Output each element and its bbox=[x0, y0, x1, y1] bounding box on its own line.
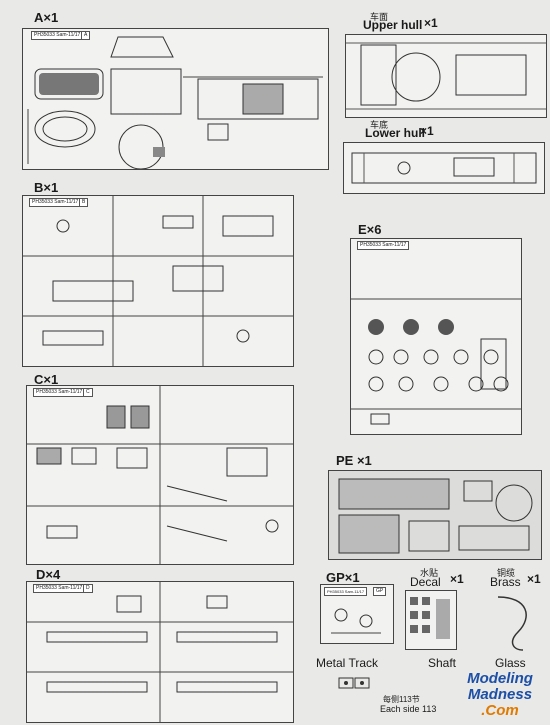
brass-cn: 铜缆 bbox=[497, 568, 516, 578]
gp-tag-letter: GP bbox=[373, 587, 387, 596]
sprue-b-tag: PH35033 Sam-11/17 bbox=[29, 198, 82, 207]
upper-hull-drawing bbox=[346, 42, 546, 110]
lower-hull-part bbox=[343, 142, 545, 194]
glass-label: Glass bbox=[495, 656, 526, 670]
decal-count: ×1 bbox=[450, 572, 464, 586]
upper-hull-label: Upper hull bbox=[363, 18, 423, 32]
sprue-e-frame: PH35033 Sam-11/17 bbox=[350, 238, 522, 435]
modeling-madness-watermark: Modeling Madness .Com bbox=[456, 671, 544, 721]
sprue-b-parts bbox=[23, 196, 293, 366]
watermark-line-1: Modeling bbox=[467, 670, 533, 687]
metal-track-cn: 每侧113节 bbox=[383, 695, 420, 704]
sprue-c-tag: PH35033 Sam-11/17 bbox=[33, 388, 86, 397]
watermark-line-2: Madness bbox=[467, 686, 533, 703]
gp-label: GP×1 bbox=[326, 570, 360, 585]
sprue-d-tag: PH35033 Sam-11/17 bbox=[33, 584, 86, 593]
lower-hull-cn: 车底 bbox=[370, 120, 389, 130]
sprue-d-parts bbox=[27, 582, 293, 722]
lower-hull-count: ×1 bbox=[420, 124, 434, 138]
metal-track-drawing bbox=[338, 677, 370, 689]
sprue-a-tag-letter: A bbox=[81, 31, 91, 40]
sprue-e-parts bbox=[351, 298, 521, 425]
brass-label: Brass bbox=[490, 575, 521, 589]
gp-tag: PH35033 Sam-11/17 bbox=[324, 587, 368, 596]
gp-parts bbox=[331, 608, 381, 634]
sprue-d-frame: PH35033 Sam-11/17 D bbox=[26, 581, 294, 723]
sprue-e-label: E×6 bbox=[358, 222, 382, 237]
decal-cn: 水贴 bbox=[420, 568, 439, 578]
upper-hull-cn: 车面 bbox=[370, 12, 389, 22]
gp-frame: PH35033 Sam-11/17 GP bbox=[320, 584, 394, 644]
lower-hull-drawing bbox=[351, 152, 537, 184]
sprue-b-label: B×1 bbox=[34, 180, 59, 195]
sprue-a-parts bbox=[27, 36, 323, 169]
brass-count: ×1 bbox=[527, 572, 541, 586]
sprue-d-label: D×4 bbox=[36, 567, 61, 582]
upper-hull-count: ×1 bbox=[424, 16, 438, 30]
sprue-c-label: C×1 bbox=[34, 372, 59, 387]
decal-sheet-markings bbox=[410, 597, 450, 639]
pe-fret-parts bbox=[338, 478, 533, 554]
sprue-c-tag-letter: C bbox=[83, 388, 93, 397]
sprue-c-parts bbox=[27, 386, 293, 564]
decal-sheet bbox=[405, 590, 457, 650]
decal-label: Decal bbox=[410, 575, 441, 589]
metal-track-en: Each side 113 bbox=[380, 704, 437, 714]
pe-label: PE ×1 bbox=[336, 453, 372, 468]
sprue-a-label: A×1 bbox=[34, 10, 59, 25]
sprue-a-frame: PH35033 Sam-11/17 A bbox=[22, 28, 329, 170]
brass-cable-drawing bbox=[497, 596, 527, 651]
lower-hull-label: Lower hull bbox=[365, 126, 425, 140]
sprue-b-frame: PH35033 Sam-11/17 B bbox=[22, 195, 294, 367]
sprue-d-tag-letter: D bbox=[83, 584, 93, 593]
metal-track-label: Metal Track bbox=[316, 656, 379, 670]
upper-hull-part bbox=[345, 34, 547, 118]
sprue-a-tag: PH35033 Sam-11/17 bbox=[31, 31, 84, 40]
shaft-label: Shaft bbox=[428, 656, 457, 670]
sprue-e-tag: PH35033 Sam-11/17 bbox=[357, 241, 410, 250]
pe-fret bbox=[328, 470, 542, 560]
watermark-line-3: .Com bbox=[481, 702, 519, 719]
sprue-b-tag-letter: B bbox=[79, 198, 89, 207]
sprue-c-frame: PH35033 Sam-11/17 C bbox=[26, 385, 294, 565]
